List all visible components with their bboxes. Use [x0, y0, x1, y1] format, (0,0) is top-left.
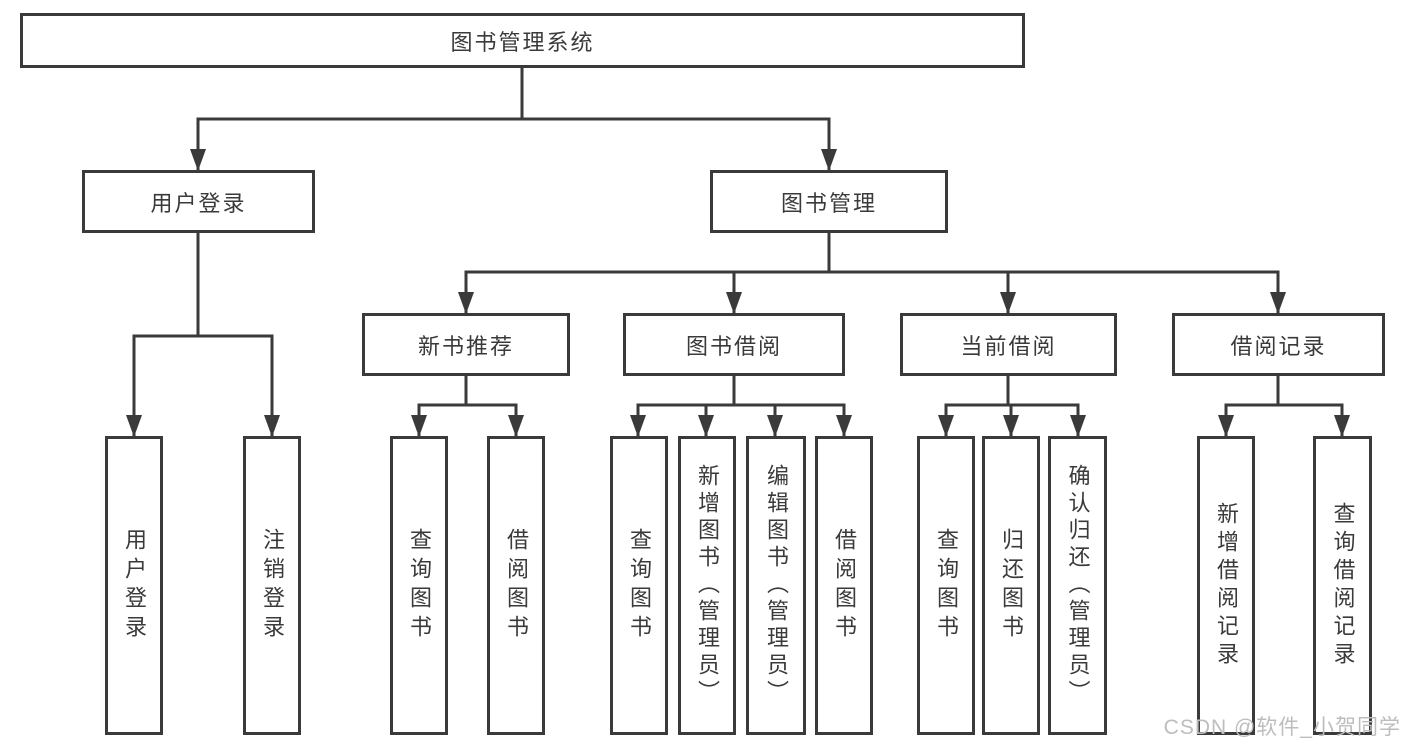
- leaf-query-borrow-record: 查询借阅记录: [1313, 436, 1372, 735]
- node-borrow-records: 借阅记录: [1172, 313, 1385, 376]
- leaf-borrow-books-borrow: 借阅图书: [815, 436, 873, 735]
- leaf-query-books-newbook: 查询图书: [390, 436, 448, 735]
- node-current-borrow: 当前借阅: [900, 313, 1117, 376]
- node-book-management: 图书管理: [710, 170, 948, 233]
- node-new-book-recommend: 新书推荐: [362, 313, 570, 376]
- leaf-query-books-current: 查询图书: [917, 436, 975, 735]
- leaf-user-login: 用户登录: [105, 436, 163, 735]
- node-book-borrow: 图书借阅: [623, 313, 845, 376]
- leaf-logout-login: 注销登录: [243, 436, 301, 735]
- node-root: 图书管理系统: [20, 13, 1025, 68]
- leaf-add-borrow-record: 新增借阅记录: [1197, 436, 1255, 735]
- node-user-login: 用户登录: [82, 170, 315, 233]
- leaf-edit-book-admin: 编辑图书（管理员）: [746, 436, 806, 735]
- leaf-confirm-return-admin: 确认归还（管理员）: [1048, 436, 1107, 735]
- leaf-borrow-books-newbook: 借阅图书: [487, 436, 545, 735]
- leaf-return-books: 归还图书: [982, 436, 1040, 735]
- watermark: CSDN @软件_小贺同学: [1163, 716, 1401, 739]
- leaf-add-book-admin: 新增图书（管理员）: [678, 436, 736, 735]
- leaf-query-books-borrow: 查询图书: [610, 436, 668, 735]
